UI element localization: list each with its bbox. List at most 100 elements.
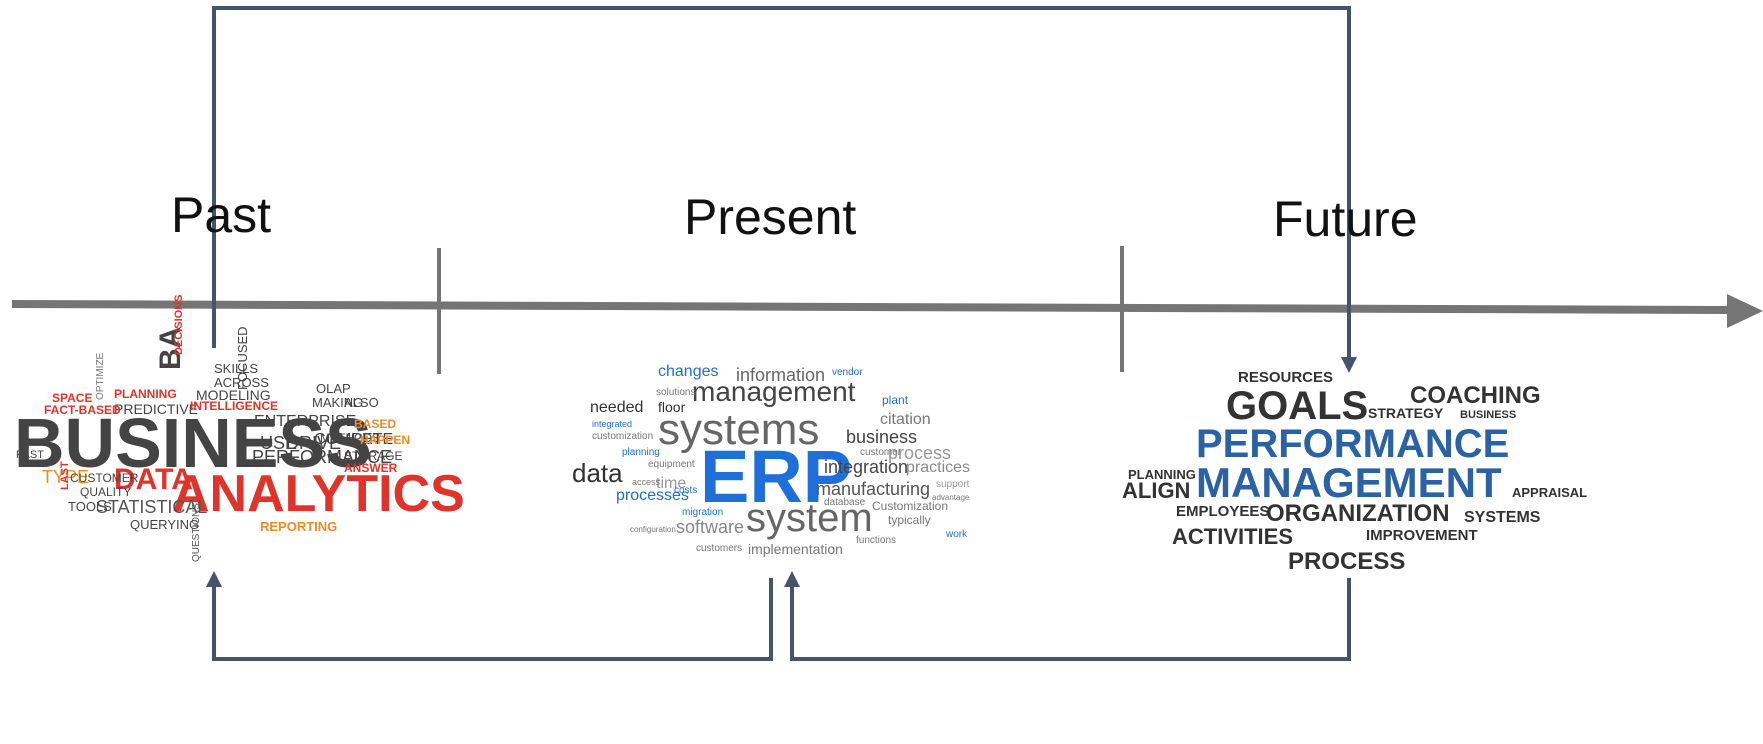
- connector-past-to-future-arrowhead: [1341, 357, 1357, 373]
- cloud-word: business: [846, 427, 918, 447]
- cloud-word: IMPROVEMENT: [1366, 527, 1478, 544]
- cloud-word: BUSINESS: [14, 404, 372, 482]
- cloud-word: BUSINESS: [1460, 409, 1517, 421]
- cloud-word: BASED: [354, 417, 397, 431]
- cloud-word: customization: [592, 431, 654, 442]
- cloud-word: PLANNING: [1128, 467, 1196, 482]
- cloud-word: GOALS: [1226, 384, 1369, 428]
- cloud-word: OPTIMIZE: [95, 352, 106, 400]
- cloud-word: PAST: [16, 449, 44, 461]
- cloud-word: DATA: [114, 463, 193, 496]
- cloud-word: systems: [658, 405, 820, 454]
- cloud-word: floor: [658, 399, 686, 415]
- label-future: Future: [1273, 191, 1418, 247]
- cloud-word: costs: [674, 485, 698, 496]
- cloud-word: software: [676, 517, 745, 537]
- cloud-word: implementation: [748, 541, 843, 557]
- cloud-word: FOCUSED: [235, 326, 250, 390]
- cloud-word: practices: [906, 459, 971, 476]
- connector-future-to-present-arrowhead: [784, 571, 800, 587]
- cloud-word: ERP: [700, 435, 853, 518]
- cloud-word: CUSTOMER: [70, 471, 139, 485]
- cloud-word: SYSTEMS: [1464, 509, 1541, 526]
- cloud-word: ANALYTICS: [172, 465, 465, 523]
- cloud-word: migration: [682, 507, 724, 518]
- cloud-word: information: [736, 365, 826, 385]
- cloud-word: ALSO: [344, 395, 379, 410]
- cloud-word: planning: [622, 447, 660, 458]
- cloud-word: ACTIVITIES: [1172, 524, 1294, 549]
- cloud-word: manufacturing: [816, 479, 931, 499]
- cloud-word: customers: [696, 543, 743, 554]
- timeline-axis-arrowhead: [1727, 294, 1763, 328]
- cloud-word: time: [656, 475, 687, 492]
- cloud-word: SKILLS: [214, 361, 259, 376]
- connector-past-to-future: [212, 6, 1351, 358]
- connector-future-to-present: [790, 578, 1351, 661]
- cloud-word: DRIVE: [286, 433, 342, 453]
- cloud-word: STRATEGY: [1368, 405, 1444, 421]
- cloud-word: REPORTING: [260, 519, 338, 534]
- cloud-word: work: [946, 529, 968, 540]
- cloud-word: integrated: [592, 419, 633, 429]
- cloud-word: PERFORMANCE: [1196, 422, 1510, 466]
- cloud-word: integration: [824, 457, 909, 477]
- cloud-word: changes: [658, 363, 719, 380]
- cloud-word: MODELING: [196, 387, 271, 403]
- cloud-word: METHODS: [320, 431, 380, 445]
- cloud-word: plant: [882, 393, 909, 407]
- cloud-word: functions: [856, 535, 897, 546]
- cloud-word: ACROSS: [214, 375, 269, 390]
- cloud-word: LAST: [59, 461, 71, 490]
- cloud-word: APPRAISAL: [1512, 485, 1588, 500]
- cloud-word: QUALITY: [80, 485, 132, 499]
- cloud-word: QUESTIONS: [191, 503, 202, 562]
- cloud-word: EMPLOYEES: [1176, 503, 1270, 520]
- cloud-word: processes: [616, 487, 689, 504]
- cloud-word: RESOURCES: [1238, 369, 1334, 386]
- cloud-word: ORGANIZATION: [1266, 500, 1450, 527]
- cloud-word: TOOLS: [68, 499, 112, 514]
- cloud-word: DECISIONS: [173, 294, 185, 355]
- timeline-axis: [11, 300, 1731, 314]
- cloud-word: system: [746, 496, 873, 540]
- cloud-word: process: [888, 443, 952, 463]
- cloud-word: ENTERPRISE: [254, 413, 357, 430]
- cloud-word: management: [692, 376, 856, 407]
- cloud-word: INTELLIGENCE: [190, 399, 279, 413]
- cloud-word: HAPPEN: [360, 433, 411, 447]
- cloud-word: PERFORMANCE: [252, 447, 393, 467]
- cloud-word: access: [632, 477, 661, 487]
- cloud-word: citation: [880, 411, 931, 428]
- cloud-word: COACHING: [1410, 382, 1541, 409]
- connector-present-to-past: [212, 578, 773, 661]
- cloud-word: COMPETE: [314, 431, 394, 448]
- cloud-word: PROCESS: [1288, 548, 1406, 575]
- cloud-word: equipment: [648, 459, 695, 470]
- cloud-word: SPACE: [52, 391, 93, 405]
- cloud-word: configuration: [630, 525, 676, 534]
- cloud-word: support: [936, 479, 970, 490]
- cloud-word: Customization: [872, 499, 949, 513]
- cloud-word: needed: [590, 399, 644, 416]
- cloud-word: customer: [860, 447, 902, 458]
- cloud-word: ALIGN: [1122, 478, 1191, 503]
- connector-present-to-past-arrowhead: [206, 571, 222, 587]
- cloud-word: TYPE: [42, 467, 90, 487]
- cloud-word: advantage: [932, 493, 970, 502]
- cloud-word: STORAGE: [344, 449, 403, 463]
- label-present: Present: [684, 189, 857, 245]
- cloud-word: MAKING: [312, 395, 364, 410]
- cloud-word: OLAP: [316, 381, 351, 396]
- cloud-word: solutions: [656, 387, 696, 398]
- label-past: Past: [171, 187, 272, 243]
- cloud-word: data: [572, 458, 623, 488]
- cloud-word: PLANNING: [114, 387, 177, 401]
- cloud-word: vendor: [832, 367, 863, 378]
- cloud-word: PREDICTIVE: [114, 401, 199, 417]
